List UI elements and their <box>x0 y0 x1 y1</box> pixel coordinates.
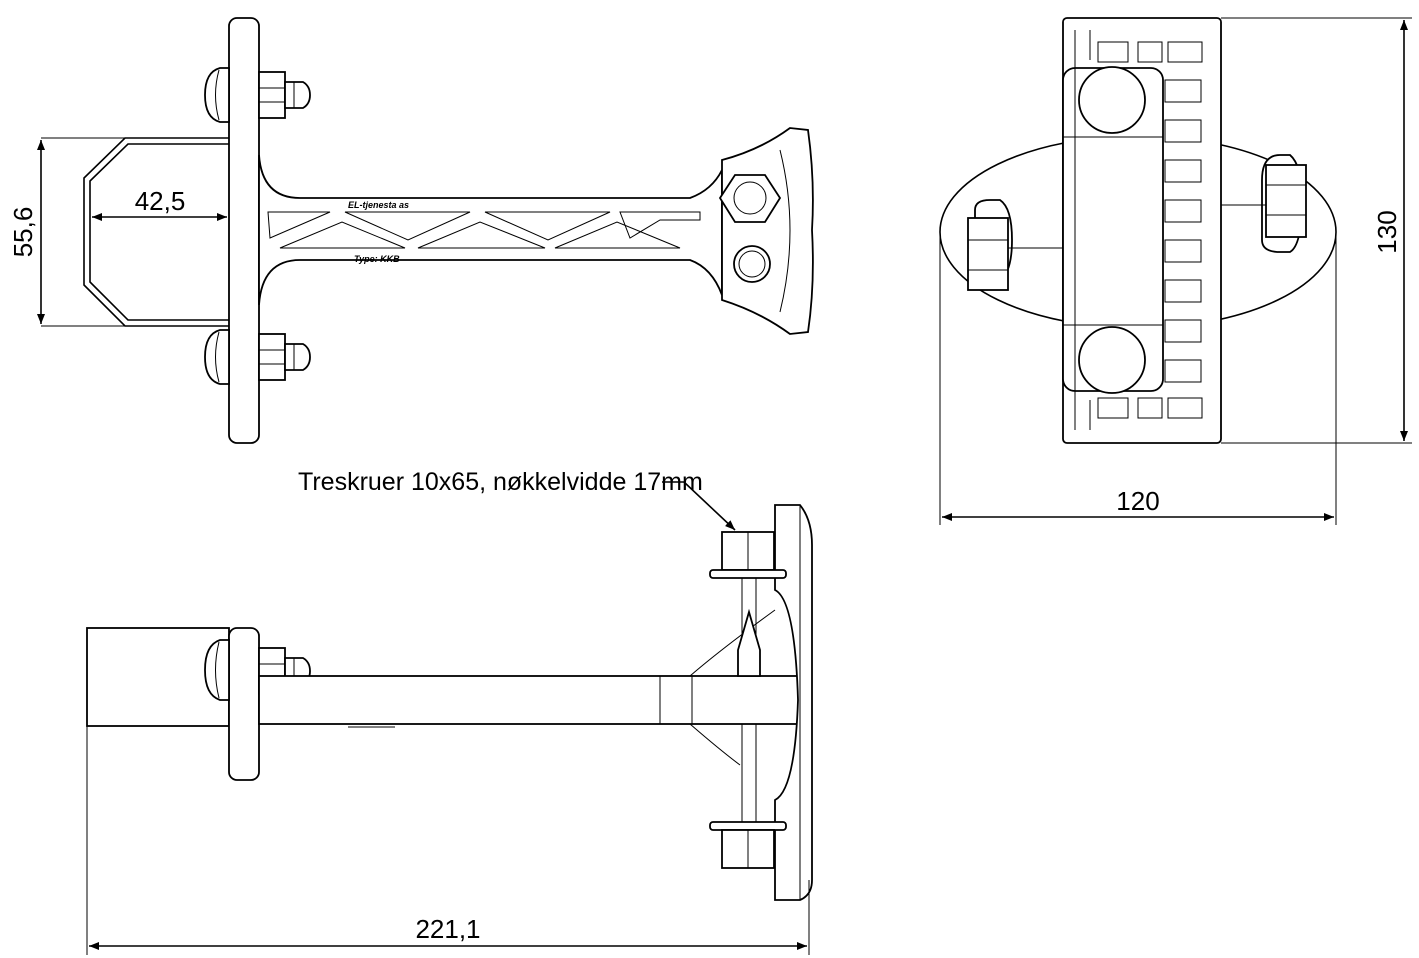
dim-bracket-height: 55,6 <box>8 207 38 258</box>
screw-top <box>709 531 787 677</box>
bracket-arm <box>258 154 723 306</box>
bolt-head-bottom <box>204 329 230 385</box>
dome-bottom <box>1078 326 1146 394</box>
nut-bottom <box>258 333 286 381</box>
bolt-head-top <box>204 67 230 123</box>
u-bracket <box>83 137 229 327</box>
nut-top <box>258 71 286 119</box>
truss-cutouts <box>267 211 701 249</box>
clamp-head <box>721 127 814 335</box>
slot-array <box>1074 30 1203 430</box>
dim-bracket-depth: 42,5 <box>135 186 186 216</box>
dome-top <box>1078 66 1146 134</box>
dim-overall-length: 221,1 <box>415 914 480 944</box>
screw-right <box>1221 154 1307 253</box>
screw-left <box>967 199 1063 291</box>
clamp-head-side <box>774 504 813 901</box>
arm-side <box>258 675 800 725</box>
hex-nut-head <box>718 174 782 223</box>
mounting-plate <box>228 17 260 444</box>
side-view: EL-tjenesta as Type: KKB 55,6 42,5 <box>8 17 814 444</box>
mounting-plate-bottom <box>228 627 260 781</box>
maker-marking: EL-tjenesta as <box>348 200 409 210</box>
end-view: 120 130 <box>939 17 1412 525</box>
screw-bottom <box>709 724 787 869</box>
bottom-view: Treskruer 10x65, nøkkelvidde 17mm 221,1 <box>86 468 813 955</box>
type-marking: Type: KKB <box>354 254 400 264</box>
dim-height-top-view: 130 <box>1372 210 1402 253</box>
dim-width-top-view: 120 <box>1116 486 1159 516</box>
screw-callout: Treskruer 10x65, nøkkelvidde 17mm <box>298 468 703 496</box>
